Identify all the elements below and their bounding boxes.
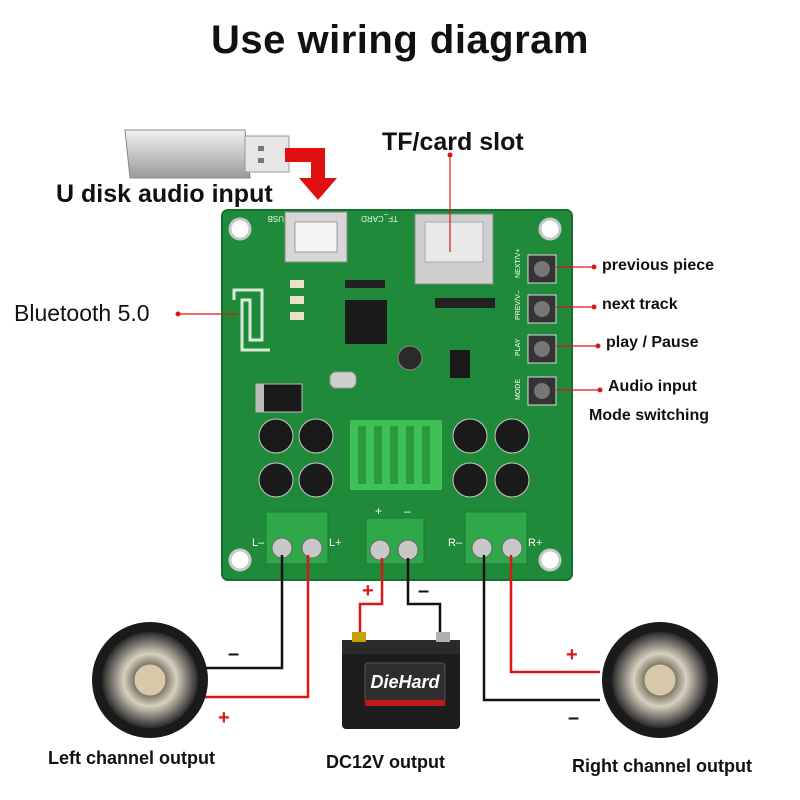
amplifier-board xyxy=(221,209,573,581)
left-plus-sign: + xyxy=(218,707,230,729)
right-plus-sign: + xyxy=(566,644,578,666)
silk-btn-next: NEXT/V+ xyxy=(515,249,522,278)
battery-icon: DieHard xyxy=(342,632,460,729)
left-speaker-icon xyxy=(92,622,208,738)
bluetooth-label: Bluetooth 5.0 xyxy=(14,300,150,326)
silk-dc-minus: – xyxy=(404,504,411,518)
mode-switching-label: Mode switching xyxy=(589,407,709,424)
dc-plus-sign: + xyxy=(362,580,374,602)
silk-dc-plus: + xyxy=(375,504,382,518)
board-buttons xyxy=(527,254,557,406)
silk-tf: TF_CARD xyxy=(361,214,398,223)
silk-r-minus: R– xyxy=(448,537,463,549)
right-minus-sign: – xyxy=(568,707,579,729)
wires xyxy=(205,555,600,702)
usb-stick-icon xyxy=(124,129,290,179)
silk-btn-prev: PREV/V– xyxy=(515,290,522,320)
u-disk-label: U disk audio input xyxy=(56,180,273,208)
left-channel-label: Left channel output xyxy=(48,748,215,768)
left-minus-sign: – xyxy=(228,643,239,665)
silk-btn-mode: MODE xyxy=(515,379,522,400)
battery-brand: DieHard xyxy=(370,672,440,692)
silk-usb: USB xyxy=(268,214,284,223)
tf-card-label: TF/card slot xyxy=(382,128,524,156)
audio-input-label: Audio input xyxy=(608,378,697,395)
play-pause-label: play / Pause xyxy=(606,334,699,351)
silk-btn-play: PLAY xyxy=(515,338,522,356)
silk-r-plus: R+ xyxy=(528,537,542,549)
right-channel-label: Right channel output xyxy=(572,756,752,776)
next-track-label: next track xyxy=(602,296,678,313)
silk-l-minus: L– xyxy=(252,537,265,549)
red-arrow-icon xyxy=(285,148,337,200)
leader-lines xyxy=(178,155,600,391)
right-speaker-icon xyxy=(602,622,718,738)
dc12v-label: DC12V output xyxy=(326,752,445,772)
silk-l-plus: L+ xyxy=(329,537,342,549)
dc-minus-sign: – xyxy=(418,580,429,602)
previous-piece-label: previous piece xyxy=(602,257,715,274)
diagram-title: Use wiring diagram xyxy=(211,18,589,62)
